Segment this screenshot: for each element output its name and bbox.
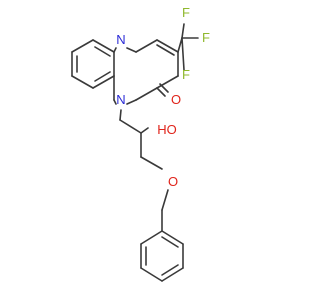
bond-38 [161,230,184,245]
bond-15 [135,87,158,101]
bond-3 [92,75,115,89]
bond-28 [140,127,149,134]
molecule-diagram: N N O HO O F F F [71,5,210,282]
bond-22 [177,37,183,53]
atom-f-right: F [202,30,210,45]
atom-o-hydroxyl: HO [157,122,177,137]
bond-25 [181,37,185,71]
bond-4 [71,75,94,89]
bond-10 [126,47,137,53]
bond-11 [135,39,158,53]
bond-31 [161,189,169,211]
bond-40 [161,264,179,276]
bond-12 [156,39,179,53]
bond-33 [140,230,163,245]
atom-n-top: N [116,32,125,47]
bond-21 [159,83,169,93]
bond-20 [156,87,166,97]
bond-27 [119,119,142,134]
atom-o-carbonyl: O [171,92,181,107]
atom-n-bottom: N [116,92,125,107]
bond-35 [140,267,163,282]
atom-o-ether: O [168,174,178,189]
bond-30 [140,156,163,170]
structure-canvas: N N O HO O F F F [71,5,210,282]
bond-16 [126,99,137,105]
bond-0 [71,39,94,53]
atom-f-top: F [182,5,190,20]
bond-41 [161,236,179,248]
bond-19 [156,44,175,56]
bond-14 [156,75,179,89]
bond-9 [113,47,117,53]
bond-23 [181,23,185,39]
bond-7 [94,71,111,82]
bond-lines [71,23,199,282]
atom-f-lower: F [182,67,190,82]
bond-36 [161,267,184,282]
bond-26 [119,109,122,121]
bond-6 [94,46,111,57]
bond-1 [92,39,115,53]
